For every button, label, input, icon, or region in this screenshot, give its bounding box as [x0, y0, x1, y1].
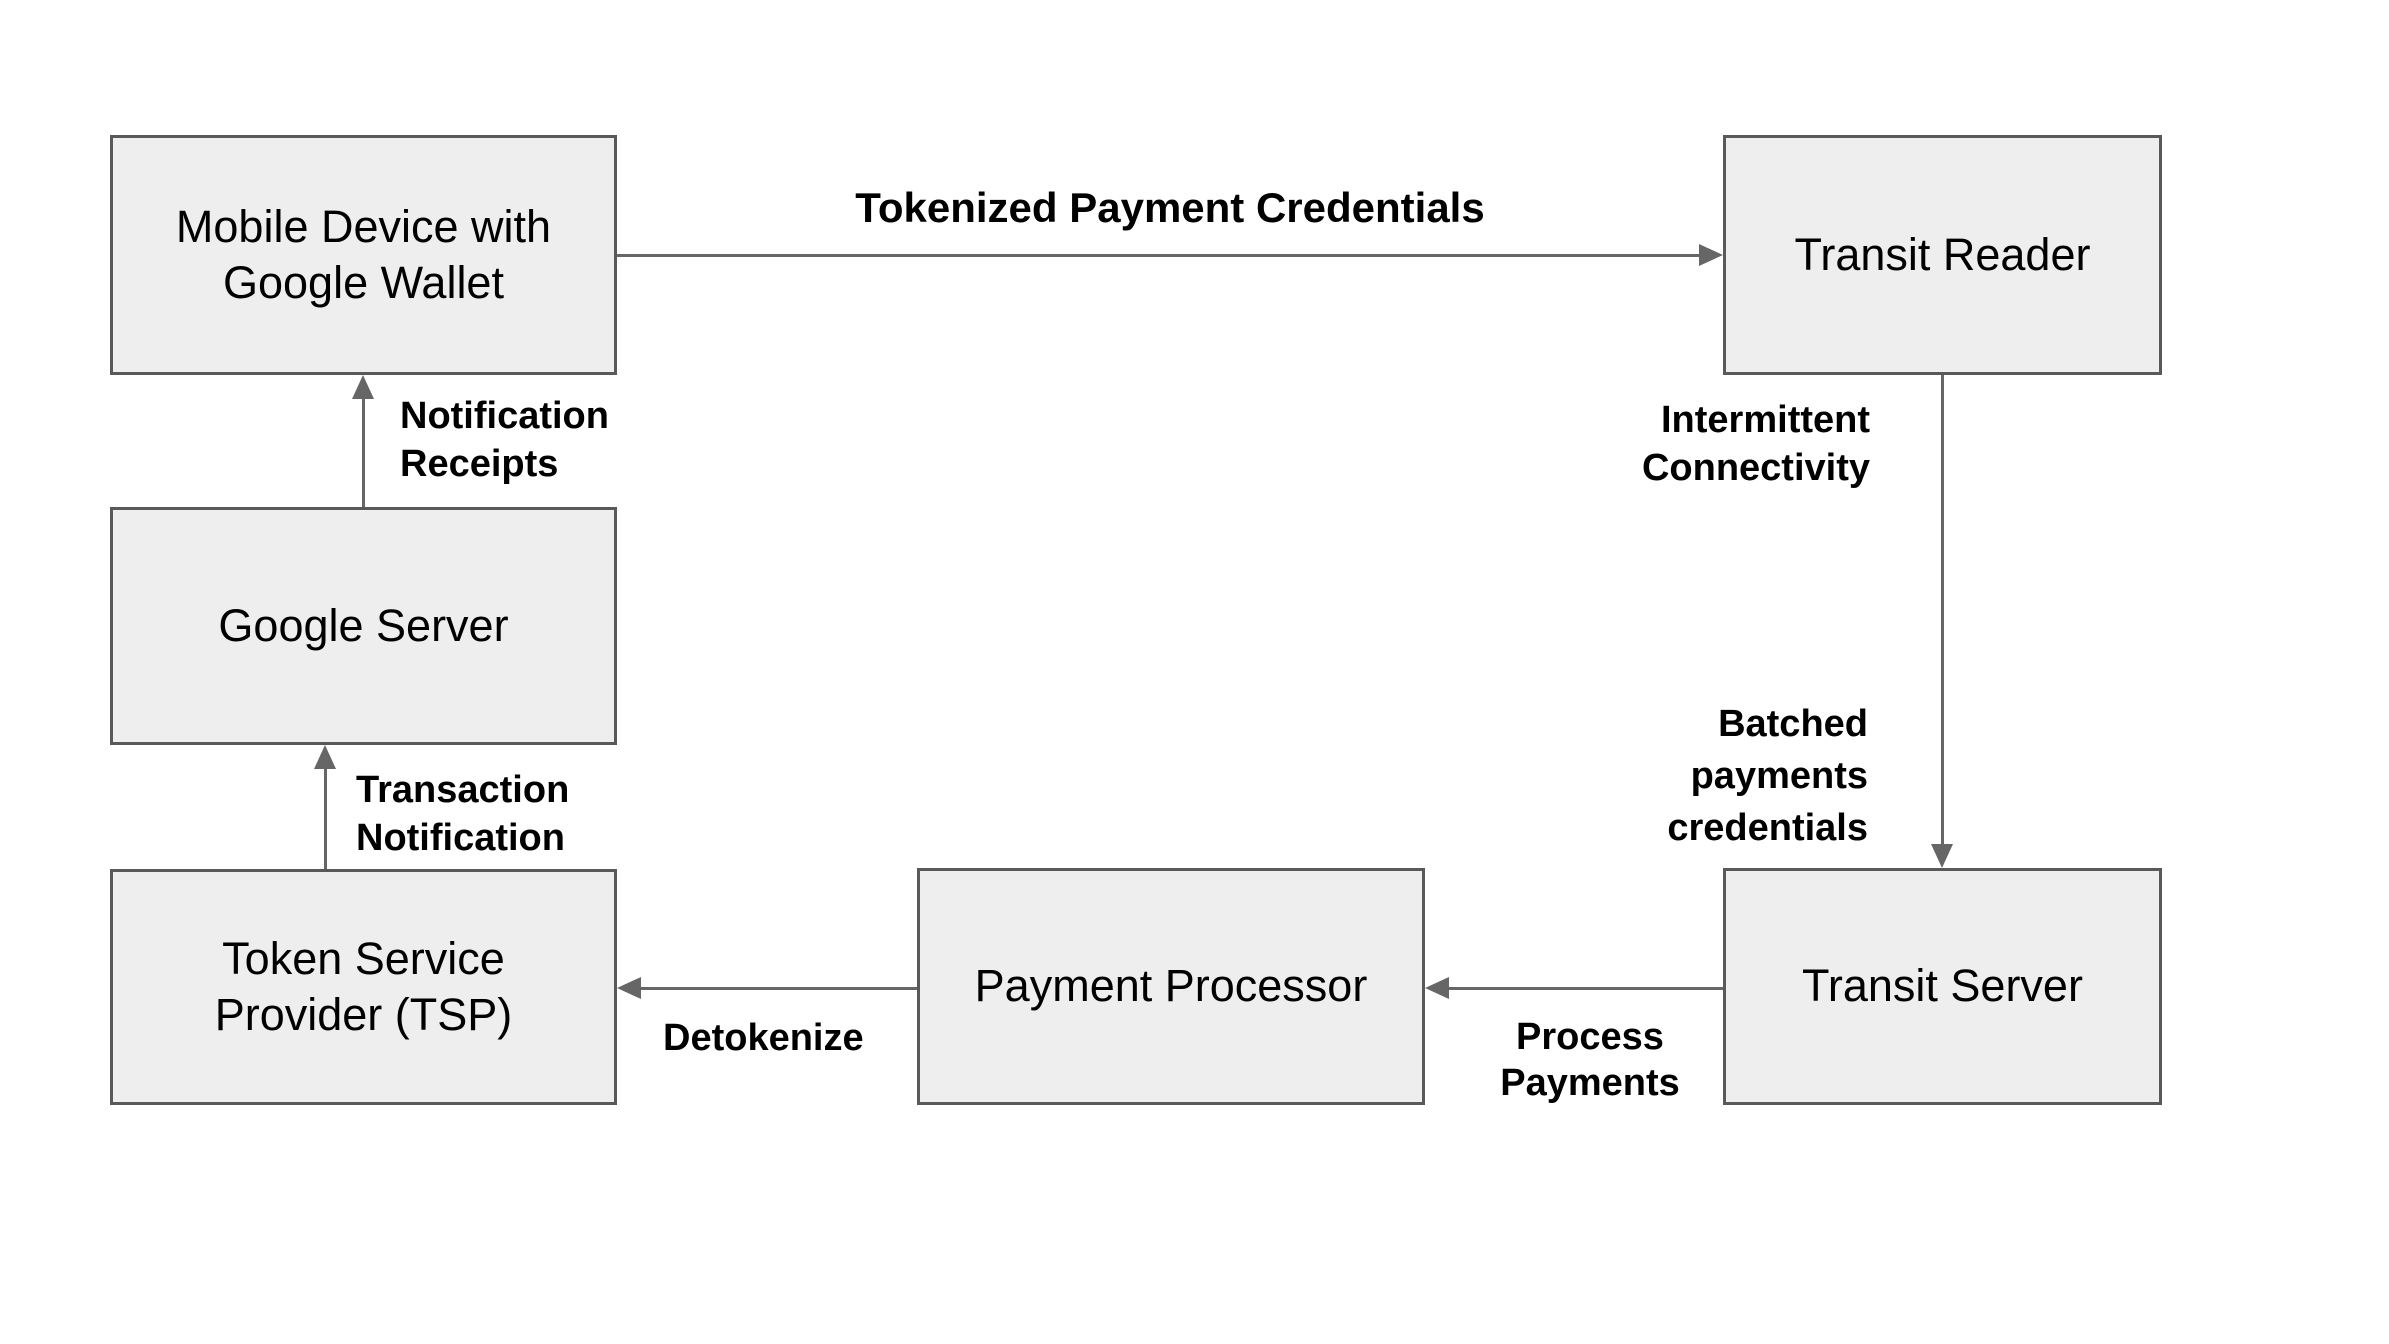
arrow-tokenized-line: [617, 254, 1699, 257]
node-transit-reader: Transit Reader: [1723, 135, 2162, 375]
edge-label-process-payments: Process Payments: [1500, 1016, 1680, 1104]
arrow-transaction-line: [324, 769, 327, 869]
arrowhead-up-icon: [352, 375, 374, 399]
arrowhead-down-icon: [1931, 844, 1953, 868]
node-token-service-provider: Token Service Provider (TSP): [110, 869, 617, 1105]
arrowhead-left-icon: [617, 977, 641, 999]
arrowhead-right-icon: [1699, 244, 1723, 266]
node-google-server: Google Server: [110, 507, 617, 745]
edge-label-notification-receipts: Notification Receipts: [400, 395, 609, 485]
edge-label-intermittent-connectivity: Intermittent Connectivity: [1641, 399, 1870, 489]
arrowhead-left-icon: [1425, 977, 1449, 999]
arrow-detokenize-line: [641, 987, 917, 990]
arrow-process-line: [1449, 987, 1723, 990]
node-payment-processor: Payment Processor: [917, 868, 1425, 1105]
edge-label-tokenized-payment-credentials: Tokenized Payment Credentials: [855, 184, 1485, 231]
node-transit-server: Transit Server: [1723, 868, 2162, 1105]
edge-label-detokenize: Detokenize: [663, 1017, 864, 1059]
arrow-receipts-line: [362, 399, 365, 507]
arrow-batched-line: [1941, 375, 1944, 844]
edge-label-transaction-notification: Transaction Notification: [356, 769, 570, 859]
arrowhead-up-icon: [314, 745, 336, 769]
edge-label-batched-payments-credentials: Batched payments credentials: [1667, 703, 1868, 849]
node-mobile-device: Mobile Device with Google Wallet: [110, 135, 617, 375]
